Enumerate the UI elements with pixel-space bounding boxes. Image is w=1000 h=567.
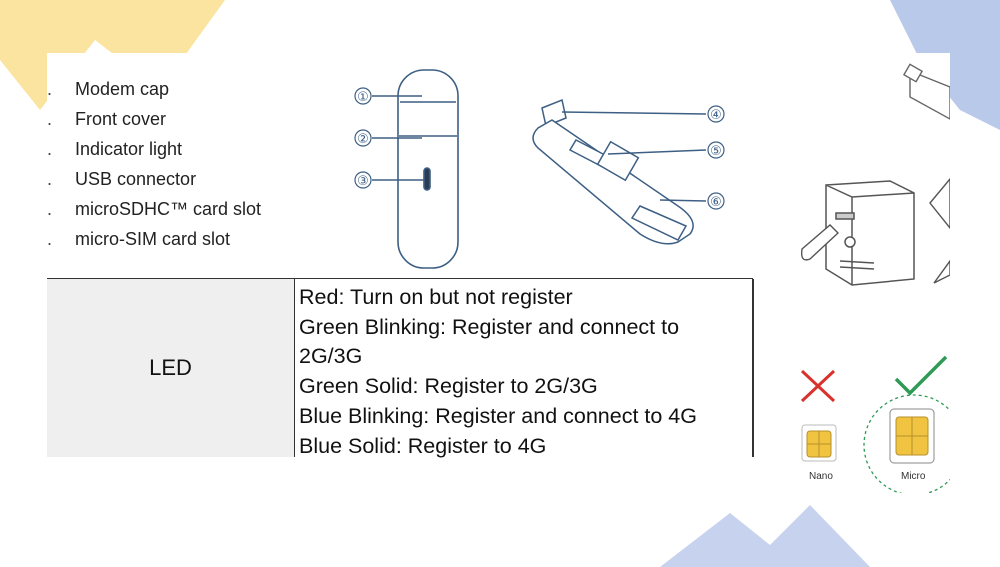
list-item: .Front cover xyxy=(47,108,167,129)
led-description-cell: Red: Turn on but not register Green Blin… xyxy=(299,283,749,461)
callout-1: ① xyxy=(354,87,372,105)
list-item: .Modem cap xyxy=(47,78,170,99)
svg-text:②: ② xyxy=(357,132,369,147)
list-item: .USB connector xyxy=(47,168,197,189)
svg-text:④: ④ xyxy=(710,108,722,123)
nano-sim-icon xyxy=(801,424,837,462)
check-icon xyxy=(894,355,948,396)
callout-6: ⑥ xyxy=(707,192,725,210)
callout-5: ⑤ xyxy=(707,141,725,159)
cross-icon xyxy=(800,369,836,403)
list-item: .Indicator light xyxy=(47,138,183,159)
led-label: LED xyxy=(149,355,192,380)
svg-text:③: ③ xyxy=(357,174,369,189)
svg-text:⑤: ⑤ xyxy=(710,144,722,159)
modem-icon xyxy=(902,63,951,121)
svg-text:①: ① xyxy=(357,90,369,105)
laptop-icon xyxy=(929,177,951,284)
parts-list: .Modem cap .Front cover .Indicator light… xyxy=(47,74,307,254)
led-line: Blue Blinking: Register and connect to 4… xyxy=(299,403,697,428)
led-line: Green Solid: Register to 2G/3G xyxy=(299,374,598,399)
micro-label: Micro xyxy=(901,471,926,482)
led-line: 2G/3G xyxy=(299,344,363,369)
nano-label: Nano xyxy=(809,471,833,482)
svg-text:⑥: ⑥ xyxy=(710,195,722,210)
led-line: Green Blinking: Register and connect to xyxy=(299,314,680,339)
table-border xyxy=(752,279,754,457)
callout-2: ② xyxy=(354,129,372,147)
modem-diagram: ① ② ③ ④ ⑤ ⑥ xyxy=(354,69,725,269)
decorative-shape-blue-bottom xyxy=(660,505,870,567)
led-status-table: LED Red: Turn on but not register Green … xyxy=(47,278,754,458)
callout-3: ③ xyxy=(354,171,372,189)
led-label-cell: LED xyxy=(47,279,295,457)
callout-4: ④ xyxy=(707,105,725,123)
modem-plug-icon xyxy=(800,224,840,261)
computer-tower-icon xyxy=(825,180,915,286)
list-item: .microSDHC™ card slot xyxy=(47,198,262,219)
led-line: Blue Solid: Register to 4G xyxy=(299,433,547,458)
led-line: Red: Turn on but not register xyxy=(299,285,573,309)
usage-illustration xyxy=(800,63,965,496)
side-panel: Nano Micro xyxy=(790,53,965,496)
modem-open-view xyxy=(532,98,707,245)
list-item: .micro-SIM card slot xyxy=(47,228,231,249)
modem-front-view xyxy=(372,69,459,269)
